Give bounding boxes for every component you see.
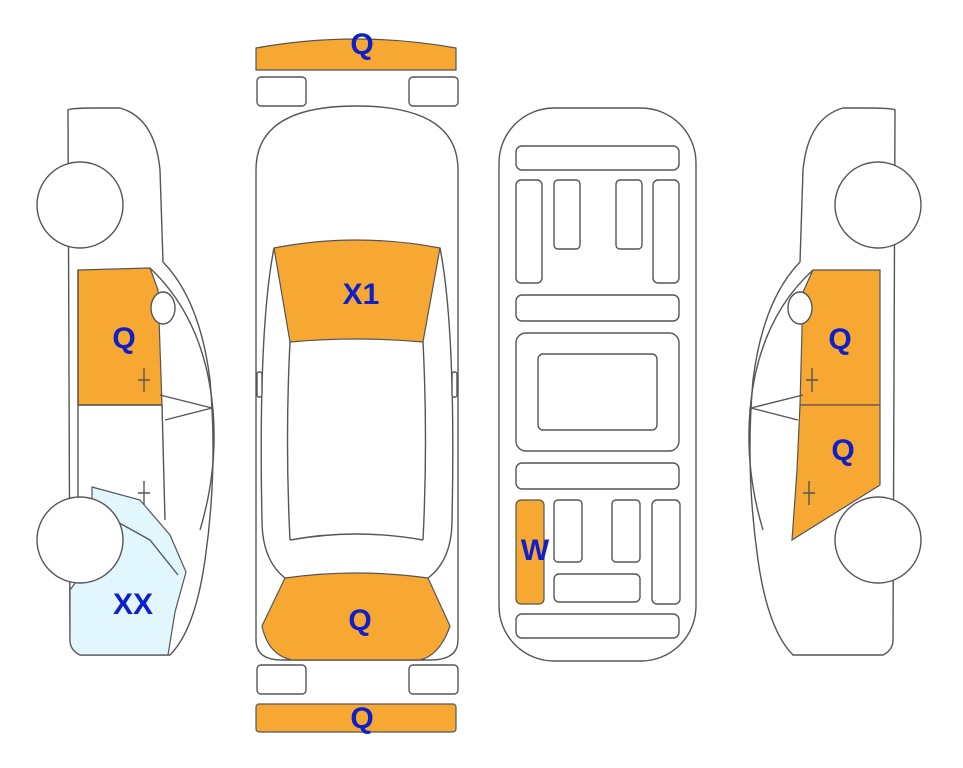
underbody-rear-right-box bbox=[611, 499, 641, 563]
underbody-rear-right-rail bbox=[651, 499, 681, 605]
right-handle-rear bbox=[803, 481, 815, 505]
underbody-front-left-rail bbox=[515, 179, 543, 284]
underbody-rear-left-damage[interactable] bbox=[515, 499, 545, 605]
rear-right-light bbox=[408, 664, 459, 695]
top-right-mirror bbox=[451, 371, 458, 398]
right-mirror-pod bbox=[787, 291, 813, 325]
left-rear-quarter-label: XX bbox=[113, 588, 153, 621]
front-right-light bbox=[408, 76, 459, 107]
right-rear-door-damage[interactable] bbox=[791, 404, 881, 542]
underbody-front-left-box bbox=[553, 179, 581, 250]
rear-window-label: Q bbox=[348, 604, 371, 637]
left-side-view bbox=[36, 107, 215, 656]
damage-labels: Q X1 Q Q Q XX W Q Q bbox=[112, 28, 854, 735]
underbody-view bbox=[498, 107, 697, 662]
right-mirror bbox=[750, 394, 804, 421]
left-rear-wheel bbox=[36, 496, 124, 584]
rear-left-light bbox=[256, 664, 307, 695]
rear-window-damage[interactable] bbox=[261, 572, 451, 661]
front-left-light bbox=[256, 76, 307, 107]
underbody-rear-left-box bbox=[553, 499, 583, 563]
right-rear-door-label: Q bbox=[831, 434, 854, 467]
left-front-wheel bbox=[36, 161, 124, 249]
underbody-front-bar bbox=[515, 145, 680, 171]
left-handle-front bbox=[138, 368, 150, 392]
underbody-front-right-rail bbox=[652, 179, 680, 284]
front-bumper-label: Q bbox=[350, 28, 373, 61]
right-side-view bbox=[748, 107, 922, 656]
top-left-pillar bbox=[260, 247, 286, 579]
right-front-wheel bbox=[834, 161, 922, 249]
underbody-rear-left-label: W bbox=[521, 534, 550, 567]
right-handle-front bbox=[806, 368, 818, 392]
top-right-pillar bbox=[427, 247, 454, 579]
left-mirror bbox=[159, 394, 213, 421]
underbody-cross-1 bbox=[515, 294, 680, 322]
underbody-rear-mid bbox=[553, 573, 641, 603]
underbody-front-right-box bbox=[615, 179, 643, 250]
left-door-seam bbox=[78, 404, 166, 521]
rear-bumper-damage[interactable] bbox=[255, 703, 457, 733]
windshield-label: X1 bbox=[343, 278, 380, 311]
front-bumper-damage[interactable] bbox=[255, 38, 457, 71]
underbody-center-inner bbox=[537, 353, 658, 431]
top-left-mirror bbox=[256, 371, 263, 398]
right-rear-wheel bbox=[834, 496, 922, 584]
right-glass-line bbox=[748, 269, 814, 531]
top-roof-rear bbox=[289, 533, 424, 541]
left-front-door-label: Q bbox=[112, 322, 135, 355]
top-roof-right bbox=[422, 341, 427, 541]
windshield-damage[interactable] bbox=[273, 239, 441, 343]
left-mirror-pod bbox=[150, 291, 176, 325]
underbody-cross-2 bbox=[515, 462, 680, 490]
top-roof-left bbox=[286, 341, 291, 541]
rear-bumper-label: Q bbox=[350, 702, 373, 735]
top-view bbox=[255, 38, 459, 733]
underbody-rear-bar bbox=[515, 613, 680, 639]
left-handle-rear bbox=[138, 481, 150, 505]
right-front-door-label: Q bbox=[828, 323, 851, 356]
left-glass-line bbox=[149, 267, 215, 531]
